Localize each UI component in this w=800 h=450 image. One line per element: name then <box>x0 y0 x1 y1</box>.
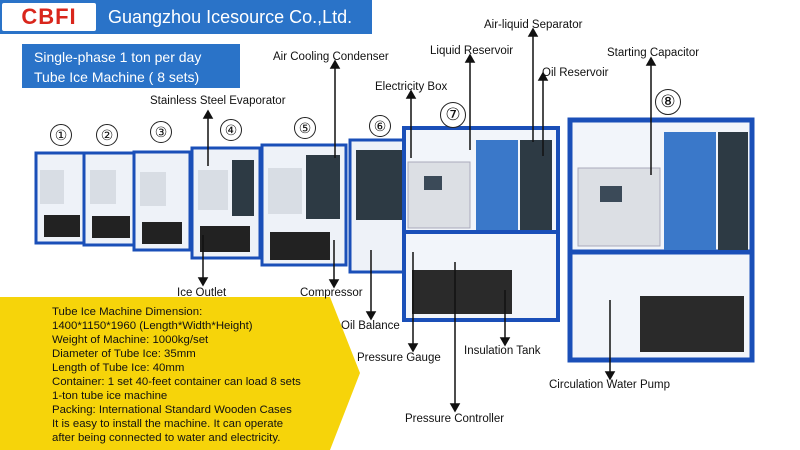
machine-number-7: ⑦ <box>440 102 466 128</box>
spec-line: Packing: International Standard Wooden C… <box>52 404 292 416</box>
machine-3 <box>132 150 192 252</box>
label-oil-balance: Oil Balance <box>341 320 400 332</box>
machine-number-6: ⑥ <box>369 115 391 137</box>
spec-line: It is easy to install the machine. It ca… <box>52 418 284 430</box>
label-ice-outlet: Ice Outlet <box>177 287 227 299</box>
machine-title-box: Single-phase 1 ton per day Tube Ice Mach… <box>22 44 240 88</box>
spec-line: after being connected to water and elect… <box>52 432 281 444</box>
machine-number-2: ② <box>96 124 118 146</box>
label-pressure-controller: Pressure Controller <box>405 413 505 425</box>
title-line-2: Tube Ice Machine ( 8 sets) <box>34 69 200 85</box>
machine-number-1: ① <box>50 124 72 146</box>
spec-line: Length of Tube Ice: 40mm <box>52 362 185 374</box>
machine-4 <box>190 146 262 260</box>
label-air-liquid-separator: Air-liquid Separator <box>484 19 583 31</box>
header-bar: CBFI Guangzhou Icesource Co.,Ltd. <box>0 0 372 34</box>
machine-5 <box>260 143 348 267</box>
label-circulation-water-pump: Circulation Water Pump <box>549 379 671 391</box>
cbfi-logo: CBFI <box>2 3 96 31</box>
label-pressure-gauge: Pressure Gauge <box>357 352 441 364</box>
spec-line: Tube Ice Machine Dimension: <box>52 306 203 318</box>
spec-line: 1400*1150*1960 (Length*Width*Height) <box>52 320 253 332</box>
title-line-1: Single-phase 1 ton per day <box>34 49 202 65</box>
spec-line: Weight of Machine: 1000kg/set <box>52 334 209 346</box>
machine-7 <box>402 126 560 322</box>
machine-1 <box>34 151 90 245</box>
label-oil-reservoir: Oil Reservoir <box>542 67 609 79</box>
machine-6 <box>348 138 408 274</box>
spec-line: Container: 1 set 40-feet container can l… <box>52 376 301 388</box>
machine-number-3: ③ <box>150 121 172 143</box>
pointer-lines <box>197 27 657 413</box>
label-starting-capacitor: Starting Capacitor <box>607 47 700 59</box>
machine-number-8: ⑧ <box>655 89 681 115</box>
machine-2 <box>82 151 138 247</box>
machine-number-4: ④ <box>220 119 242 141</box>
info-panel-bg <box>0 297 360 450</box>
spec-line: 1-ton tube ice machine <box>52 390 168 402</box>
label-compressor: Compressor <box>300 287 363 299</box>
label-liquid-reservoir: Liquid Reservoir <box>430 45 514 57</box>
spec-line: Diameter of Tube Ice: 35mm <box>52 348 196 360</box>
machine-specifications: Tube Ice Machine Dimension: 1400*1150*19… <box>52 305 301 445</box>
label-air-cooling-condenser: Air Cooling Condenser <box>273 51 389 63</box>
label-stainless-steel-evaporator: Stainless Steel Evaporator <box>150 95 286 107</box>
label-electricity-box: Electricity Box <box>375 81 448 93</box>
machine-8 <box>567 117 755 363</box>
machine-number-5: ⑤ <box>294 117 316 139</box>
company-name: Guangzhou Icesource Co.,Ltd. <box>108 7 353 27</box>
label-insulation-tank: Insulation Tank <box>464 345 541 357</box>
